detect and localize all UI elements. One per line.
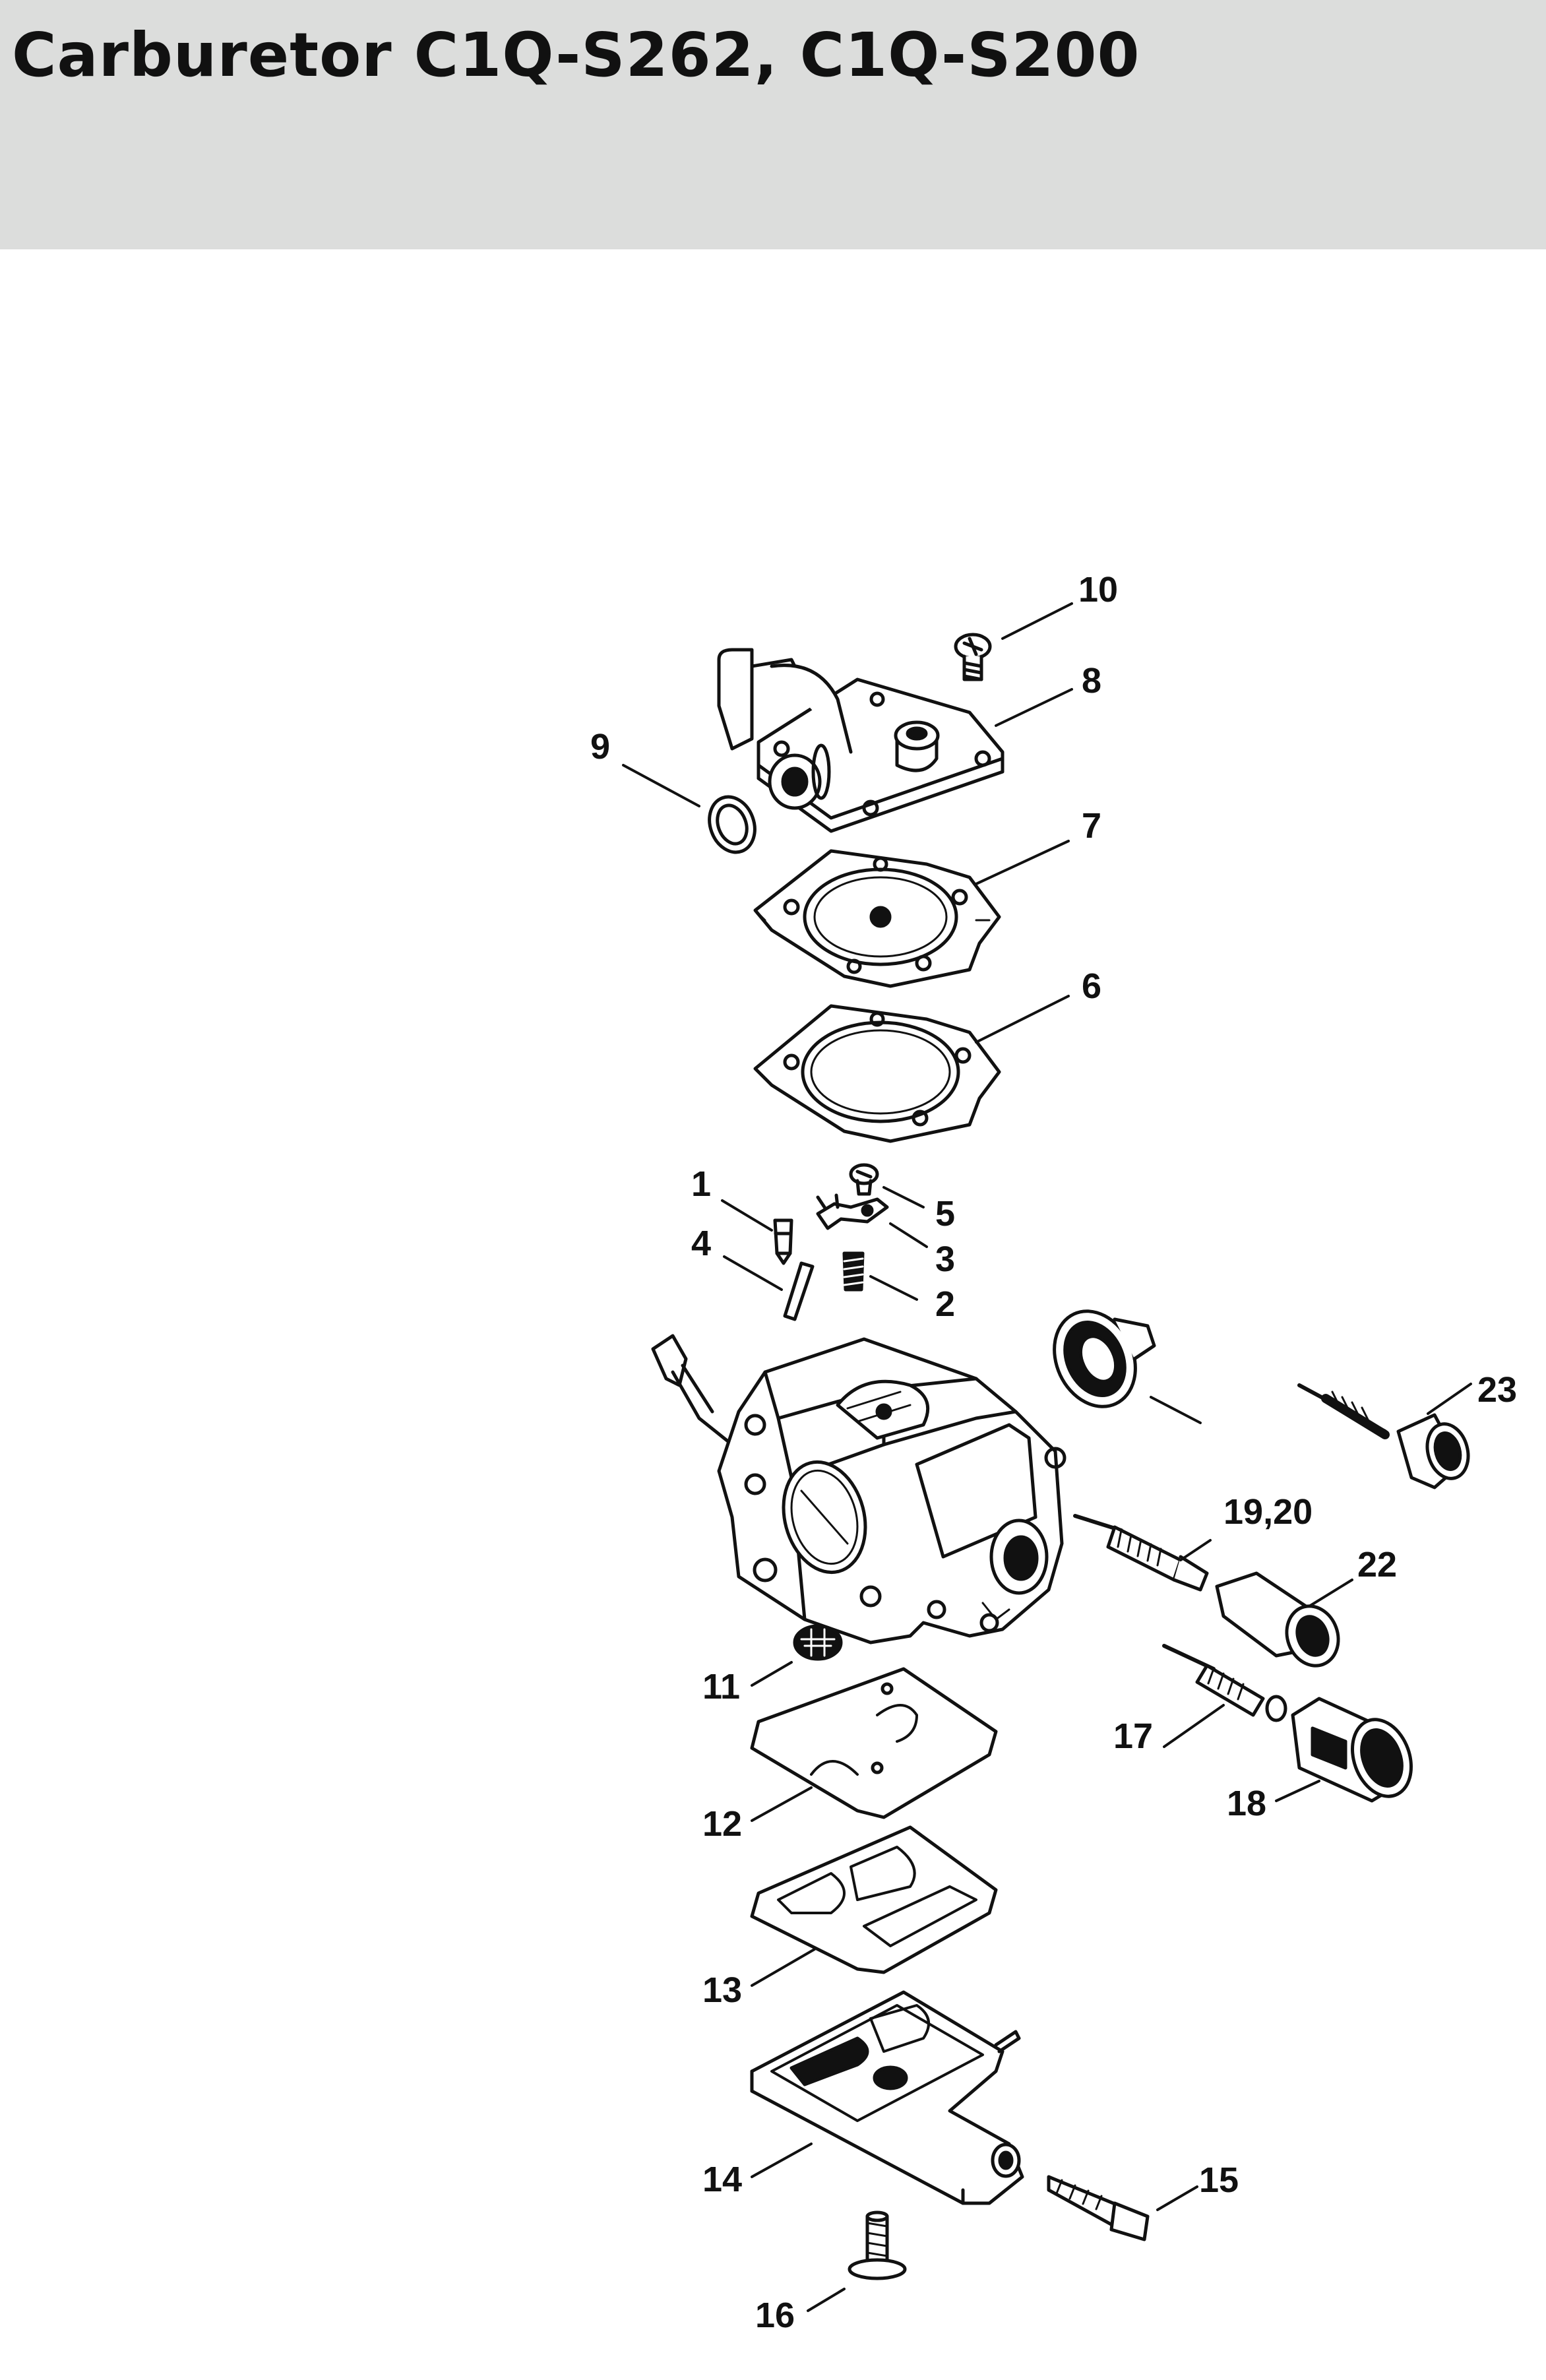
part-8-pump-cover — [717, 648, 1005, 833]
callout-14: 14 — [702, 2160, 742, 2199]
callout-4: 4 — [691, 1224, 711, 1263]
part-5-screw — [849, 1163, 879, 1196]
callout-13: 13 — [702, 1970, 742, 2010]
part-17-adjusting-screw — [1162, 1644, 1287, 1722]
callout-16: 16 — [755, 2296, 795, 2335]
part-19-20-adjusting-screw — [1073, 1514, 1209, 1592]
callout-22: 23 — [1477, 1370, 1517, 1410]
callout-7: 7 — [1082, 806, 1101, 846]
part-11-strainer — [793, 1624, 843, 1661]
carburetor-body — [651, 1334, 1067, 1644]
part-21-limiter-cap — [1215, 1571, 1340, 1668]
callout-3: 3 — [935, 1239, 955, 1279]
callout-12: 12 — [702, 1804, 742, 1844]
part-15-screw — [1047, 2175, 1150, 2241]
part-6-gasket — [753, 1004, 1001, 1143]
callout-21: 22 — [1357, 1545, 1397, 1584]
part-7-pump-diaphragm — [753, 849, 1001, 988]
part-2-spring — [842, 1251, 865, 1292]
part-23-adjusting-ring — [1053, 1309, 1156, 1408]
part-18-limiter-cap — [1291, 1697, 1413, 1803]
header-band: Carburetor C1Q-S262, C1Q-S200 — [0, 0, 1546, 249]
part-10-screw — [954, 633, 992, 681]
callout-18: 18 — [1227, 1784, 1266, 1823]
callout-11: 11 — [702, 1667, 740, 1707]
part-1-inlet-needle — [773, 1218, 793, 1265]
callout-8: 8 — [1082, 661, 1101, 701]
page-title: Carburetor C1Q-S262, C1Q-S200 — [12, 20, 1140, 90]
callout-9: 9 — [590, 727, 610, 767]
callout-labels: 10 8 9 7 6 1 5 4 3 2 23 19,20 22 17 18 1… — [590, 570, 1517, 2335]
callout-2: 2 — [935, 1284, 955, 1324]
part-22-limiter-cap — [1297, 1383, 1470, 1489]
part-12-metering-diaphragm — [750, 1667, 998, 1819]
callout-1: 1 — [691, 1164, 711, 1204]
callout-6: 6 — [1082, 966, 1101, 1006]
part-16-bolt — [848, 2210, 907, 2280]
part-3-inlet-lever — [816, 1193, 889, 1230]
callout-5: 5 — [935, 1194, 955, 1234]
callout-15: 15 — [1199, 2160, 1239, 2200]
part-13-metering-gasket — [750, 1825, 998, 1974]
callout-19-20: 19,20 — [1223, 1492, 1313, 1532]
callout-17: 17 — [1113, 1716, 1153, 1756]
exploded-parts-diagram: 10 8 9 7 6 1 5 4 3 2 23 19,20 22 17 18 1… — [590, 570, 1517, 2335]
part-9-o-ring — [708, 795, 757, 854]
callout-10: 10 — [1078, 570, 1118, 610]
leader-lines — [622, 602, 1472, 2312]
part-4-pin — [783, 1261, 815, 1321]
part-14-end-cover — [750, 1990, 1024, 2205]
